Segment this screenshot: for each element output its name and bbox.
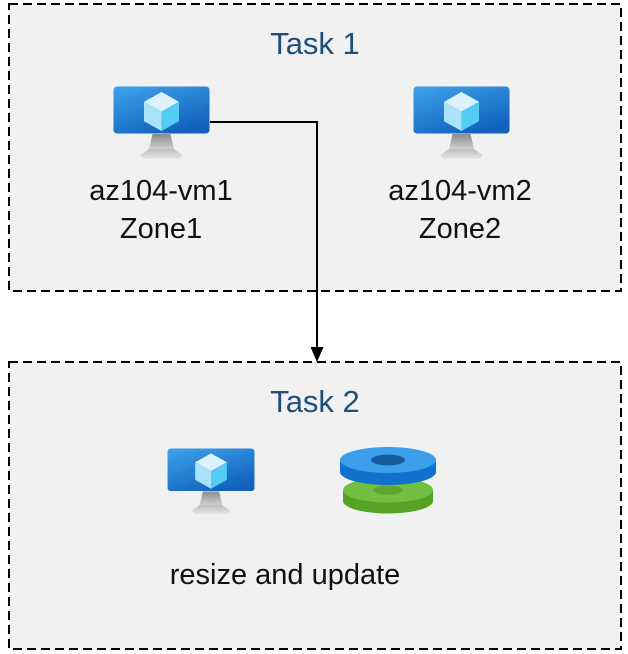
disks-icon xyxy=(338,443,438,517)
connector-elbow-line xyxy=(210,121,318,347)
vm2-zone: Zone2 xyxy=(418,213,502,245)
vm1-zone: Zone1 xyxy=(119,213,203,245)
vm2-label: az104-vm2 Zone2 xyxy=(350,172,570,248)
virtual-machine-icon xyxy=(113,86,210,160)
task2-caption: resize and update xyxy=(169,559,401,591)
task1-box xyxy=(8,3,622,292)
vm2-name: az104-vm2 xyxy=(388,175,532,207)
virtual-machine-icon xyxy=(167,448,255,515)
virtual-machine-icon xyxy=(413,86,510,160)
vm1-name: az104-vm1 xyxy=(89,175,233,207)
vm1-label: az104-vm1 Zone1 xyxy=(51,172,271,248)
connector-arrowhead-icon xyxy=(310,347,324,362)
task2-title: Task 2 xyxy=(270,384,360,419)
task2-box xyxy=(8,361,622,650)
task1-title: Task 1 xyxy=(270,26,360,61)
